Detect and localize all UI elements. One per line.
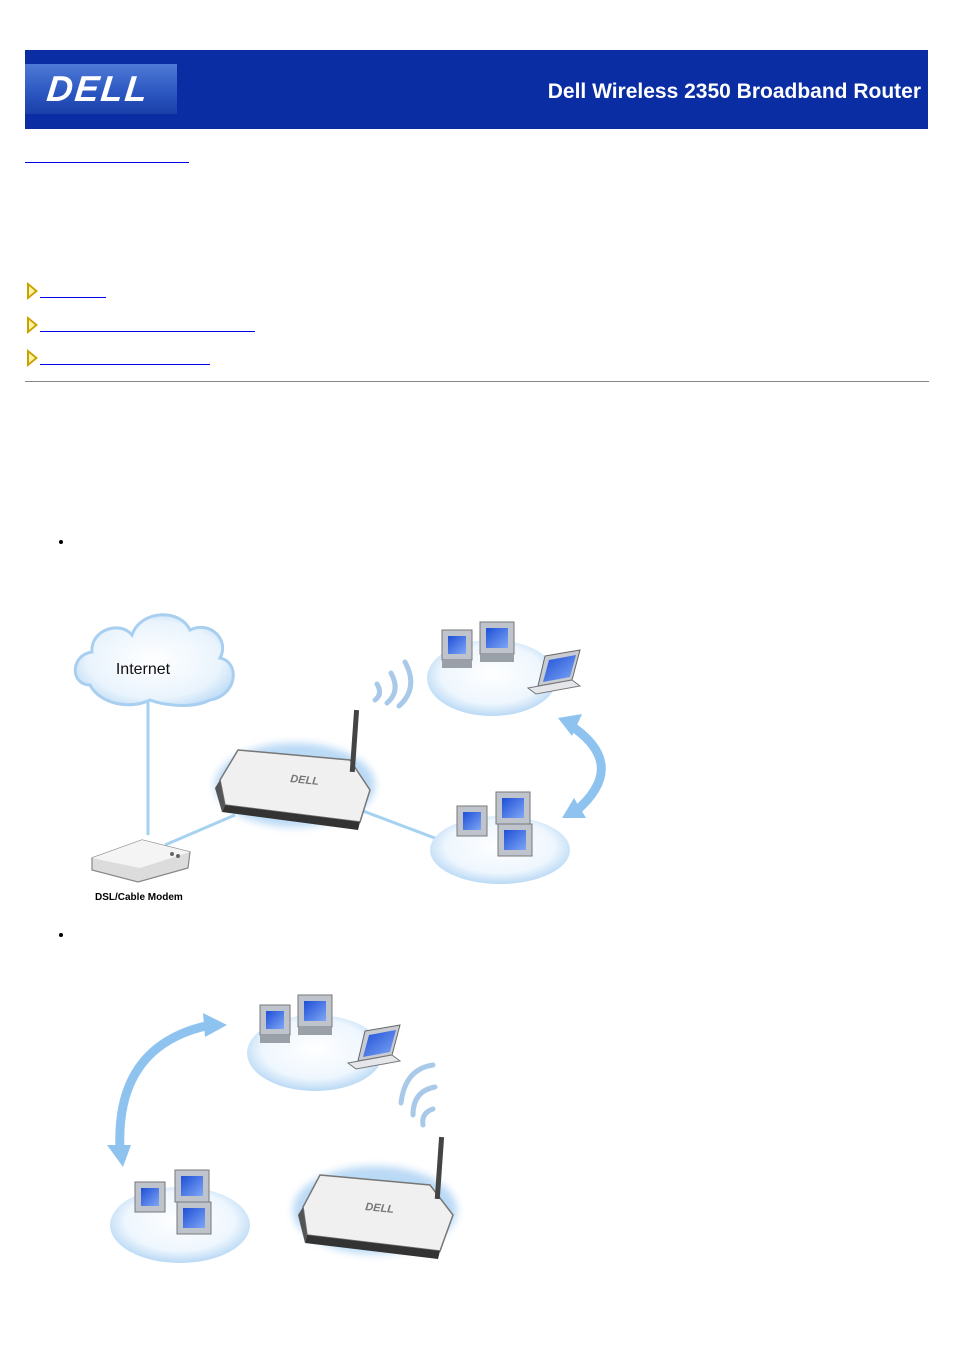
desktop-computer-icon <box>456 805 488 837</box>
router-dell-logo: DELL <box>365 1201 395 1216</box>
dell-logo-text: DELL <box>44 68 152 109</box>
router-dell-logo: DELL <box>290 773 320 788</box>
desktop-computer-icon <box>479 621 515 662</box>
toc-link-underline <box>40 297 106 298</box>
network-group-bottom <box>430 791 570 884</box>
modem-label: DSL/Cable Modem <box>95 892 183 903</box>
desktop-computer-icon <box>297 994 333 1035</box>
desktop-computer-icon <box>134 1181 166 1213</box>
desktop-computer-icon <box>176 1201 212 1235</box>
network-group-top <box>427 621 582 716</box>
toc-link-underline <box>40 331 255 332</box>
network-group-bottom <box>110 1169 250 1263</box>
router-internet-diagram: Internet DELL DSL/Cable Modem <box>73 613 606 903</box>
modem-icon: DSL/Cable Modem <box>91 839 191 903</box>
wireless-signal-icon <box>398 1062 438 1128</box>
list-bullet <box>59 933 63 937</box>
desktop-computer-icon <box>259 1004 291 1043</box>
dell-logo: DELL <box>25 64 177 114</box>
router-icon: DELL <box>215 709 375 830</box>
wireless-signal-icon <box>372 659 414 709</box>
arrow-right-icon <box>27 349 38 367</box>
internet-cloud-icon: Internet <box>73 613 235 707</box>
router-icon: DELL <box>293 1136 457 1259</box>
laptop-icon <box>526 649 582 695</box>
arrow-right-icon <box>27 316 38 334</box>
bidirectional-arrow-icon <box>558 714 606 818</box>
section-divider <box>25 381 929 382</box>
network-group-top <box>247 994 402 1091</box>
laptop-icon <box>346 1024 402 1070</box>
desktop-computer-icon <box>441 629 473 668</box>
router-local-network-diagram: DELL <box>107 994 457 1263</box>
internet-label: Internet <box>116 661 171 678</box>
arrow-right-icon <box>27 282 38 300</box>
page-title: Dell Wireless 2350 Broadband Router <box>547 80 921 103</box>
list-bullet <box>59 540 63 544</box>
desktop-computer-icon <box>174 1169 210 1203</box>
desktop-computer-icon <box>497 823 533 857</box>
desktop-computer-icon <box>495 791 531 825</box>
header-banner: DELL Dell Wireless 2350 Broadband Router <box>25 50 928 129</box>
back-to-contents-link[interactable] <box>25 150 189 163</box>
bidirectional-arrow-icon <box>107 1013 227 1167</box>
toc-link-underline <box>40 364 210 365</box>
